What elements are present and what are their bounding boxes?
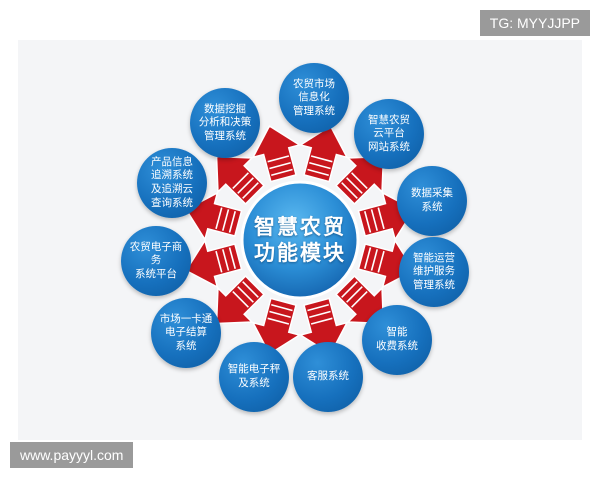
node-cloud-platform: 智慧农贸 云平台 网站系统 (354, 99, 424, 169)
node-market-info-system: 农贸市场 信息化 管理系统 (279, 63, 349, 133)
arrow-stripe (215, 207, 223, 230)
arrow (251, 297, 302, 356)
arrow (215, 275, 265, 325)
arrow-stripe (307, 168, 329, 177)
arrow-stripe (346, 286, 363, 303)
node-market-card: 市场一卡通 电子结算 系统 (151, 298, 221, 368)
arrow-stripe (346, 177, 363, 194)
arrow (184, 238, 243, 289)
arrow-stripe (228, 247, 237, 269)
arrow-stripe (269, 310, 291, 318)
arrow-stripe (271, 303, 293, 312)
arrow-stripe (232, 291, 249, 308)
arrow-stripe (309, 162, 331, 170)
arrow-stripe (310, 317, 333, 325)
center-title-line2: 功能模块 (254, 241, 346, 265)
arrow-stripe (237, 177, 254, 194)
arrow-stripe (370, 249, 378, 271)
arrow-stripe (341, 281, 358, 298)
arrow-stripe (363, 211, 372, 233)
arrow-stripe (307, 303, 329, 312)
arrow (298, 124, 349, 183)
arrow (335, 155, 385, 205)
arrow (215, 155, 265, 205)
arrow-stripe (377, 250, 385, 273)
arrow-stripe (215, 250, 223, 273)
arrow-stripe (351, 291, 368, 308)
arrow-stripe (341, 182, 358, 199)
arrow-stripe (228, 211, 237, 233)
node-data-mining: 数据挖掘 分析和决策 管理系统 (190, 88, 260, 158)
center-title: 智慧农贸 功能模块 (236, 186, 364, 294)
arrow-stripe (351, 172, 368, 189)
arrow-stripe (222, 209, 230, 231)
arrow-stripe (222, 249, 230, 271)
node-traceability-system: 产品信息 追溯系统 及追溯云 查询系统 (137, 148, 207, 218)
node-data-collection: 数据采集 系统 (397, 166, 467, 236)
node-smart-scale: 智能电子秤 及系统 (219, 342, 289, 412)
arrow-stripe (267, 317, 290, 325)
node-customer-service: 客服系统 (293, 342, 363, 412)
center-hub (240, 180, 360, 300)
arrow-stripe (269, 162, 291, 170)
watermark-top-right: TG: MYYJJPP (479, 10, 590, 36)
arrow-stripe (309, 310, 331, 318)
node-smart-charging: 智能 收费系统 (362, 305, 432, 375)
arrow (251, 124, 302, 183)
watermark-bottom-left: www.payyyl.com (10, 442, 134, 468)
arrow-stripe (271, 168, 293, 177)
arrow-stripe (363, 247, 372, 269)
node-operation-maintenance: 智能运营 维护服务 管理系统 (399, 237, 469, 307)
arrow-stripe (377, 207, 385, 230)
arrow-stripe (242, 182, 259, 199)
arrow-stripe (370, 209, 378, 231)
center-title-line1: 智慧农贸 (254, 214, 346, 239)
arrow-stripe (242, 281, 259, 298)
node-ecommerce-platform: 农贸电子商务 系统平台 (121, 226, 191, 296)
arrow-stripe (310, 155, 333, 163)
arrow-stripe (267, 155, 290, 163)
arrow-stripe (232, 172, 249, 189)
arrow-stripe (237, 286, 254, 303)
